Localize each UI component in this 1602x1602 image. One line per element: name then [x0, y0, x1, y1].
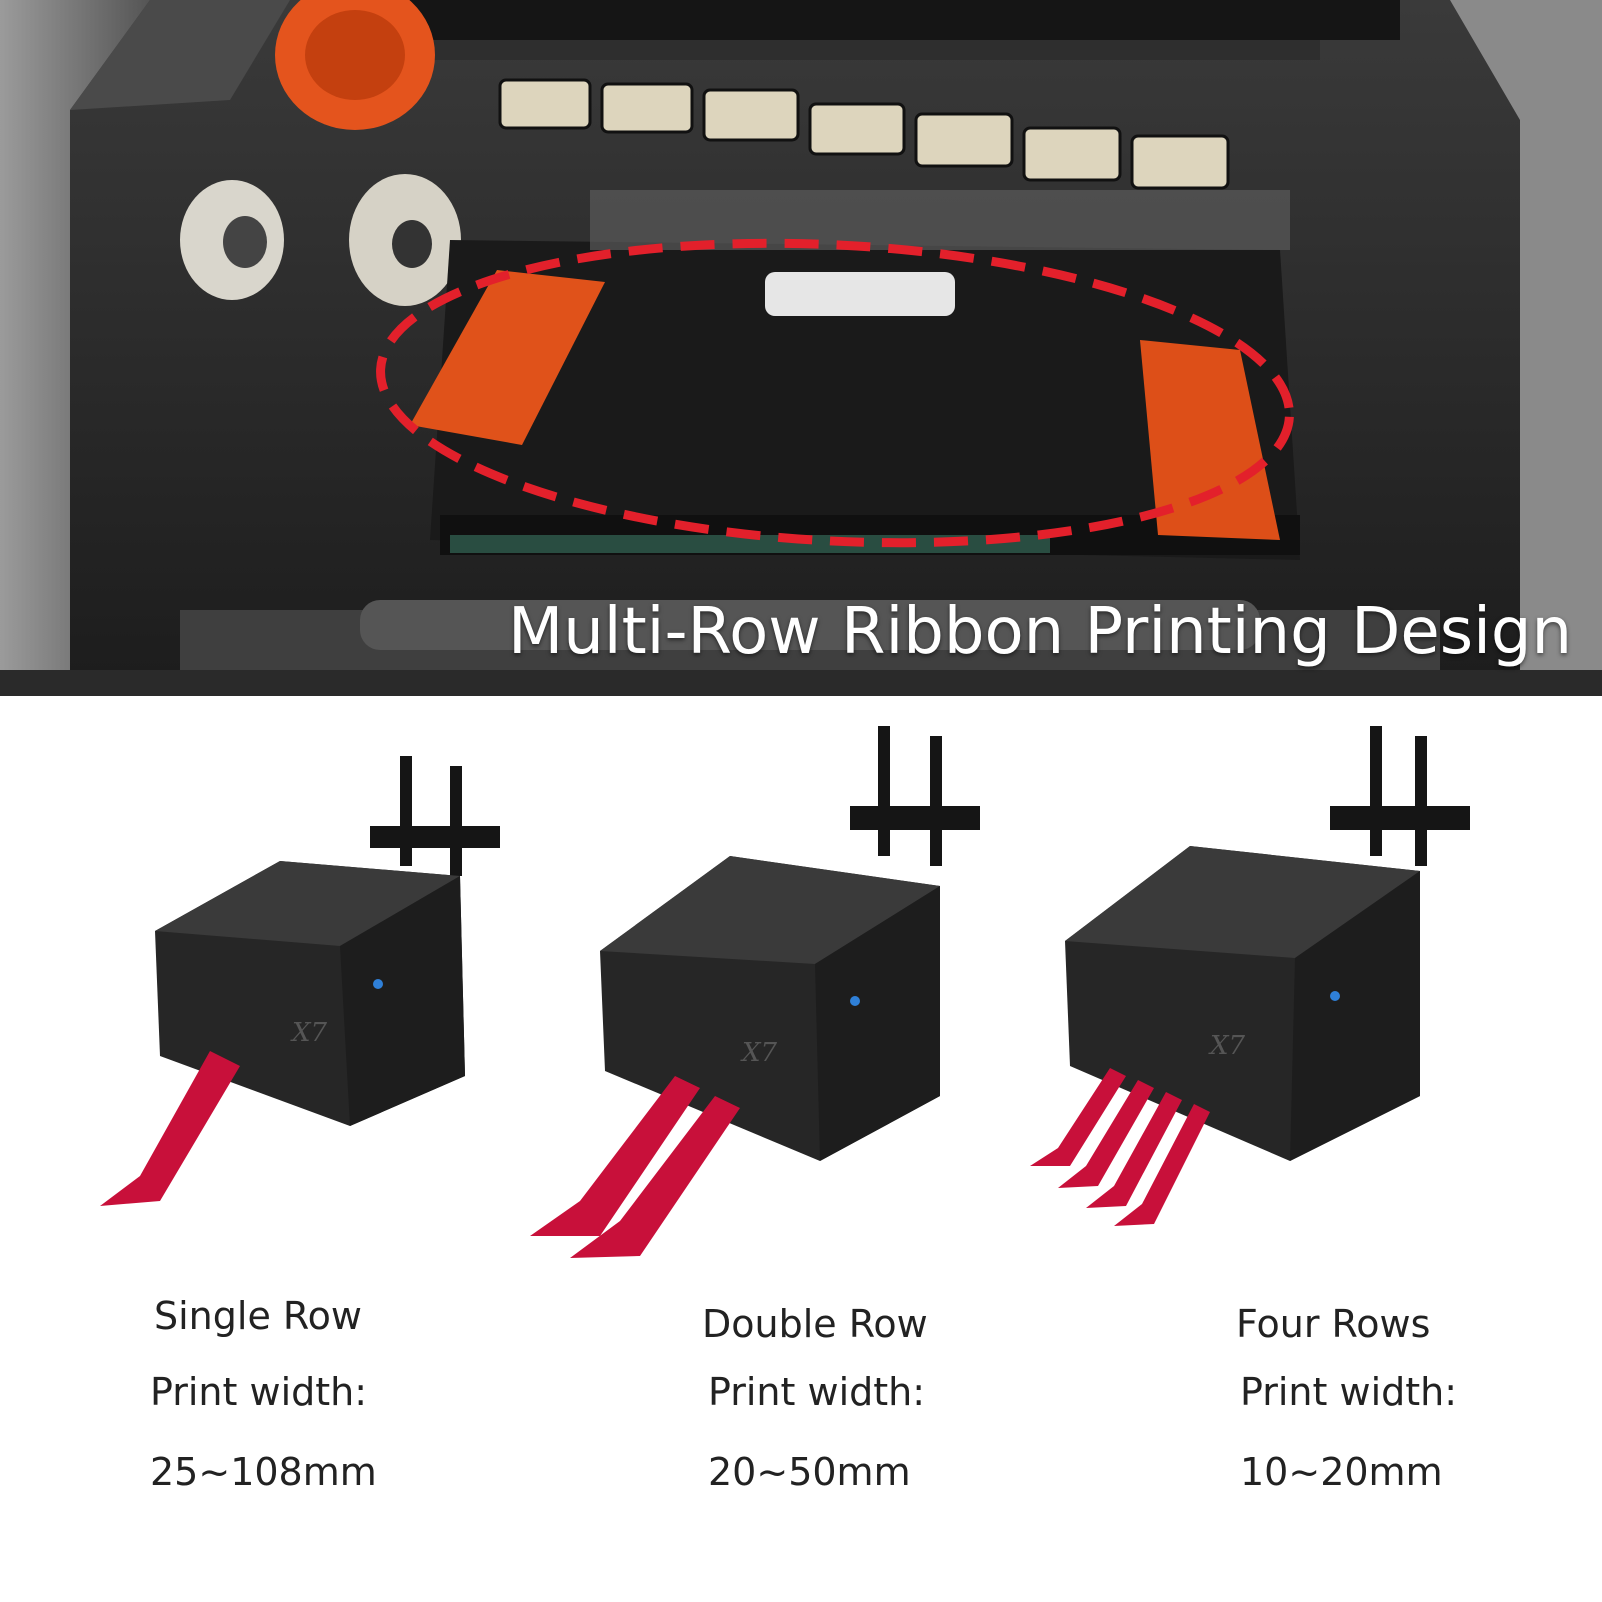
printer-model-mark: X7	[740, 1038, 778, 1068]
printer-illustration-four: X7	[1030, 726, 1470, 1226]
variant-name: Four Rows	[1236, 1302, 1431, 1346]
ribbon-strip	[570, 1096, 740, 1258]
power-led-icon	[850, 996, 860, 1006]
right-ribbon-guide	[1140, 340, 1280, 540]
hero-title: Multi-Row Ribbon Printing Design	[508, 595, 1573, 669]
printer-model-mark: X7	[290, 1018, 328, 1048]
power-led-icon	[1330, 991, 1340, 1001]
print-width-value: 25~108mm	[150, 1450, 377, 1494]
white-gear-left	[180, 180, 284, 300]
ribbon-strip	[1114, 1104, 1210, 1226]
ribbon-strip	[530, 1076, 700, 1236]
left-ribbon-guide	[410, 270, 605, 445]
white-gear-right	[349, 174, 461, 306]
variant-single-row: X7 Single Row Print width: 25~108mm	[100, 696, 540, 1602]
variant-name: Single Row	[154, 1294, 362, 1338]
print-width-label: Print width:	[708, 1370, 926, 1414]
variant-name: Double Row	[702, 1302, 928, 1346]
print-width-value: 20~50mm	[708, 1450, 911, 1494]
highlight-dashed-oval	[376, 238, 1294, 548]
ribbon-guide-pads	[498, 78, 1230, 190]
print-width-value: 10~20mm	[1240, 1450, 1443, 1494]
printer-illustration-single: X7	[100, 756, 500, 1206]
orange-gear	[275, 0, 435, 130]
right-housing	[1450, 0, 1602, 696]
left-housing	[0, 0, 150, 696]
variant-four-rows: X7 Four Rows Print width: 10~20mm	[1030, 696, 1500, 1602]
printer-model-mark: X7	[1208, 1031, 1246, 1061]
ribbon-strip	[100, 1051, 240, 1206]
printer-interior-illustration	[0, 0, 1602, 696]
ribbon-strip	[1030, 1068, 1126, 1166]
print-width-label: Print width:	[150, 1370, 368, 1414]
ribbon-strip	[1058, 1080, 1154, 1188]
power-led-icon	[373, 979, 383, 989]
variant-double-row: X7 Double Row Print width: 20~50mm	[530, 696, 1000, 1602]
printer-illustration-double: X7	[530, 726, 980, 1258]
print-width-label: Print width:	[1240, 1370, 1458, 1414]
ribbon-strip	[1086, 1092, 1182, 1208]
printer-interior-photo: Multi-Row Ribbon Printing Design	[0, 0, 1602, 696]
